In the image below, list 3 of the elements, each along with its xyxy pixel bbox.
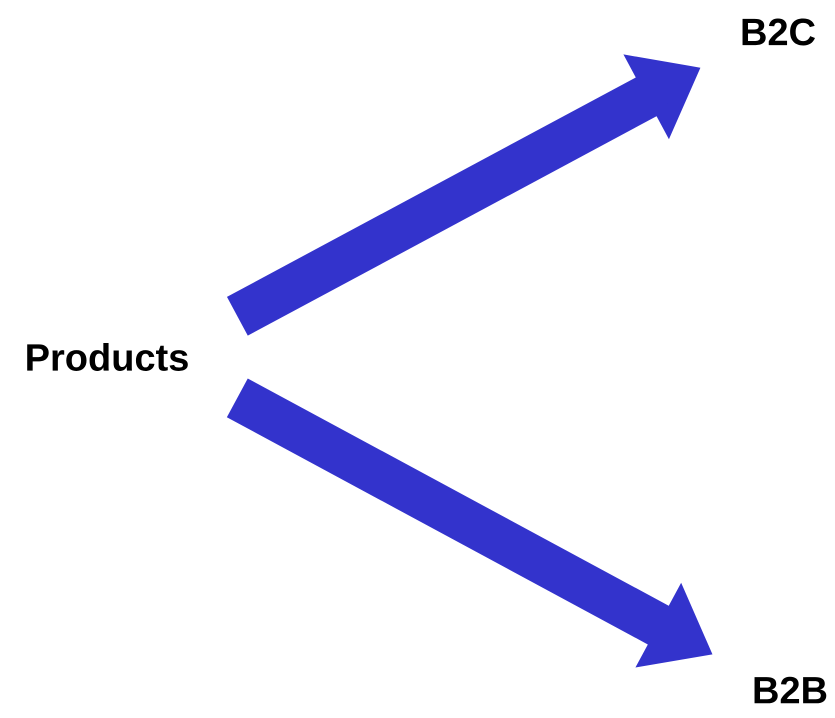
node-label: Products <box>27 343 188 371</box>
node-label: B2B <box>754 676 826 704</box>
node-label: B2C <box>742 18 815 46</box>
